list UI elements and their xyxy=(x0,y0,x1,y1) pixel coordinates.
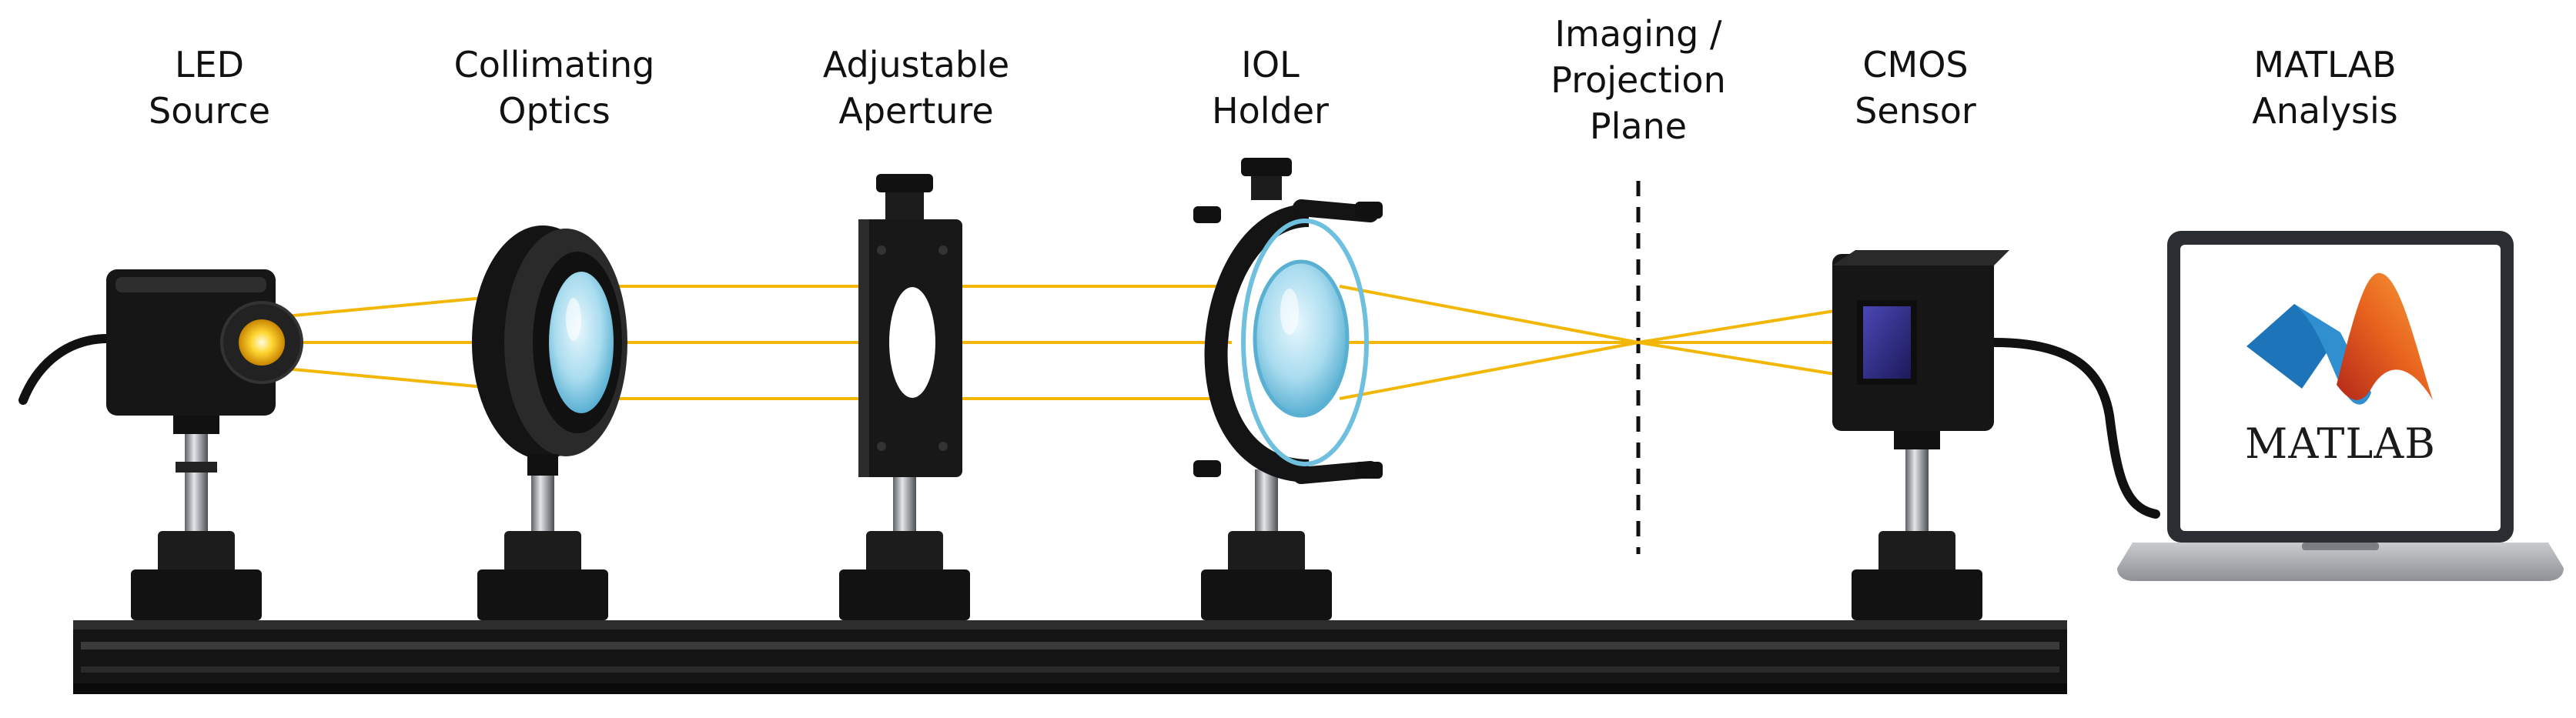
led-source xyxy=(18,269,303,434)
led-emitter xyxy=(239,319,285,366)
laptop: MATLAB xyxy=(2117,231,2564,581)
aperture-opening xyxy=(889,287,935,398)
iol-label-line2: Holder xyxy=(1212,90,1329,132)
post-led xyxy=(131,431,262,620)
plane-label-line1: Imaging / xyxy=(1554,13,1722,55)
collimating-optics xyxy=(472,225,627,476)
matlab-label-line1: MATLAB xyxy=(2253,44,2396,85)
iol-c-frame xyxy=(1204,204,1310,483)
led-label-line2: Source xyxy=(149,90,270,132)
cmos-data-cable xyxy=(1989,338,2160,519)
label-led-source: LED Source xyxy=(149,44,270,132)
led-label-line1: LED xyxy=(175,44,244,85)
matlab-logo-text: MATLAB xyxy=(2245,419,2436,468)
post-aperture xyxy=(839,477,970,620)
adjustable-aperture xyxy=(858,174,962,477)
led-housing xyxy=(106,269,276,416)
matlab-logo-icon xyxy=(2246,272,2433,405)
cmos-sensor xyxy=(1832,250,2160,519)
label-imaging-plane: Imaging / Projection Plane xyxy=(1551,13,1725,147)
label-cmos-sensor: CMOS Sensor xyxy=(1855,44,1976,132)
label-matlab-analysis: MATLAB Analysis xyxy=(2252,44,2398,132)
aperture-adjust-knob xyxy=(876,174,933,192)
label-collimating-optics: Collimating Optics xyxy=(454,44,655,132)
cmos-label-line1: CMOS xyxy=(1862,44,1968,85)
cmos-label-line2: Sensor xyxy=(1855,90,1976,132)
label-iol-holder: IOL Holder xyxy=(1212,44,1329,132)
aperture-label-line1: Adjustable xyxy=(823,44,1009,85)
beam-focus-bottom xyxy=(1339,341,1639,400)
post-collimating xyxy=(477,469,608,620)
led-power-cable xyxy=(18,334,112,405)
beam-focus-top xyxy=(1339,285,1639,344)
collimating-label-line2: Optics xyxy=(498,90,610,132)
collimating-label-line1: Collimating xyxy=(454,44,655,85)
matlab-label-line2: Analysis xyxy=(2252,90,2398,132)
iol-lens xyxy=(1253,259,1350,418)
beam-diverge-top xyxy=(1638,305,1864,344)
plane-label-line3: Plane xyxy=(1590,105,1687,147)
post-cmos xyxy=(1852,446,1982,620)
aperture-label-line2: Aperture xyxy=(838,90,993,132)
label-adjustable-aperture: Adjustable Aperture xyxy=(823,44,1009,132)
iol-holder xyxy=(1193,158,1383,484)
plane-label-line2: Projection xyxy=(1551,59,1725,101)
iol-label-line1: IOL xyxy=(1241,44,1300,85)
beam-diverge-bottom xyxy=(1638,341,1864,380)
post-iol xyxy=(1201,469,1332,620)
laptop-keyboard-base xyxy=(2117,543,2564,581)
optical-rail xyxy=(73,620,2067,694)
cmos-sensor-chip xyxy=(1863,306,1911,379)
collimator-lens xyxy=(549,272,614,413)
iol-top-knob xyxy=(1241,158,1292,176)
